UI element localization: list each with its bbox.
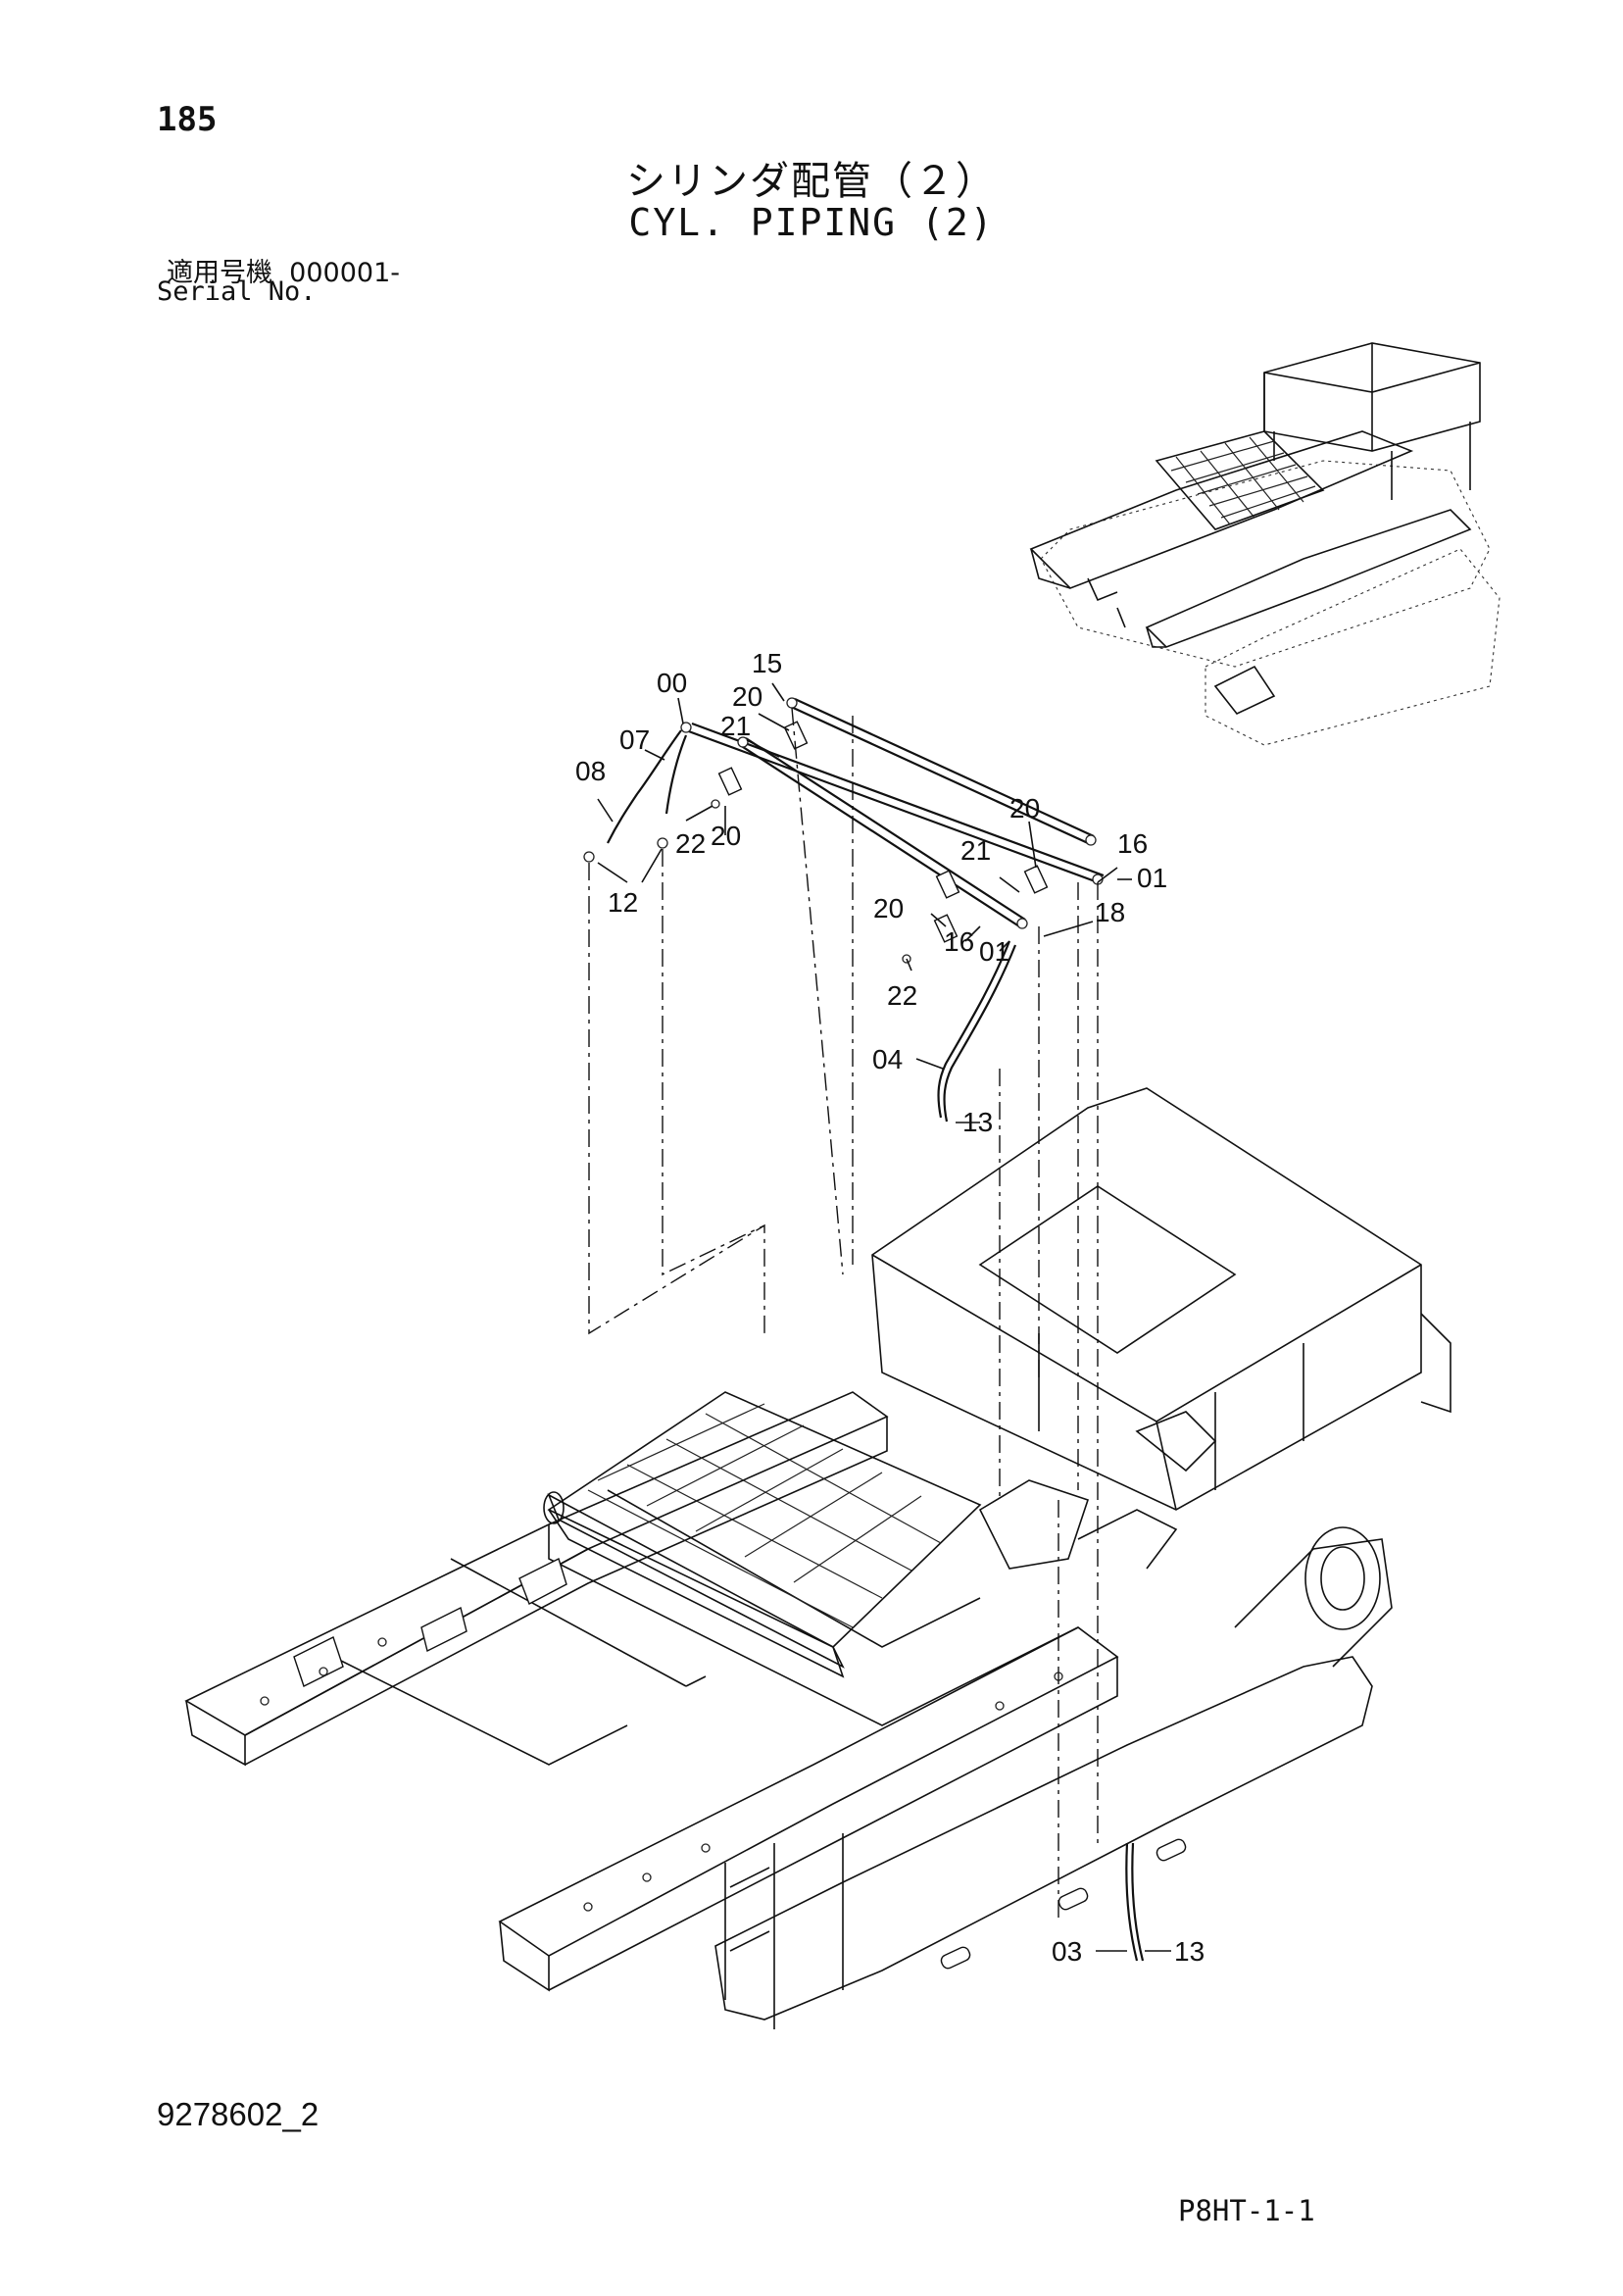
callout-18: 18	[1095, 897, 1125, 927]
callout-01: 01	[1137, 863, 1167, 893]
callout-21: 21	[720, 711, 751, 741]
pipe-assembly	[583, 697, 1145, 1962]
callout-13: 13	[1174, 1936, 1205, 1967]
serial-value: 000001-	[289, 258, 400, 288]
serial-label-en: Serial No.	[157, 276, 317, 307]
callout-16: 16	[1117, 828, 1148, 859]
leader-lines	[597, 682, 1171, 1952]
callout-12: 12	[608, 887, 638, 918]
callout-00: 00	[657, 668, 687, 698]
document-number: 9278602_2	[157, 2096, 320, 2132]
callout-07: 07	[619, 724, 650, 755]
callouts: 15 00 20 21 07 08 22 20 12 20 16 21 01 2…	[575, 648, 1205, 1967]
callout-16: 16	[944, 926, 974, 957]
callout-21: 21	[960, 835, 991, 866]
callout-13: 13	[962, 1107, 993, 1137]
callout-04: 04	[872, 1044, 903, 1074]
callout-20: 20	[732, 681, 762, 712]
serial-label-jp: 適用号機 000001-	[167, 251, 400, 289]
main-frame	[184, 1087, 1451, 2029]
callout-22: 22	[887, 980, 917, 1011]
callout-03: 03	[1052, 1936, 1082, 1967]
callout-20: 20	[873, 893, 904, 923]
callout-20: 20	[1009, 793, 1040, 824]
page-code: P8HT-1-1	[1178, 2194, 1315, 2227]
overview-inset	[1029, 342, 1500, 746]
page-number: 185	[157, 100, 218, 139]
page-title-en: CYL. PIPING (2)	[628, 201, 995, 244]
callout-20: 20	[711, 821, 741, 851]
serial-label-jp-text: 適用号機	[167, 258, 272, 288]
assembly-lines	[588, 707, 1099, 1922]
screen-holes	[587, 1403, 942, 1628]
callout-01: 01	[979, 936, 1009, 967]
callout-08: 08	[575, 756, 606, 786]
page-title-jp: シリンダ配管（２）	[626, 159, 997, 204]
rail-holes	[260, 1637, 1063, 1912]
callout-15: 15	[752, 648, 782, 678]
callout-22: 22	[675, 828, 706, 859]
